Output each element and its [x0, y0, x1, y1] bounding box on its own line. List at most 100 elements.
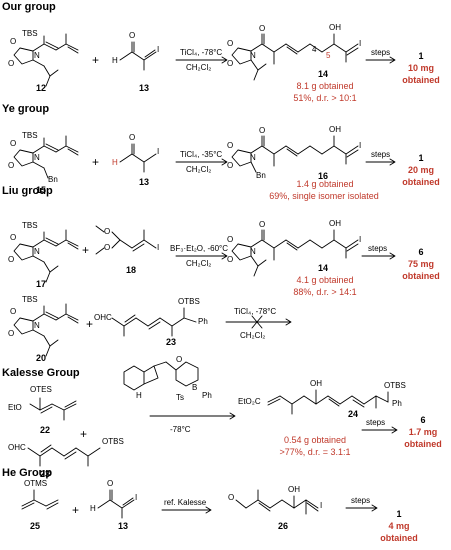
header-ye-group: Ye group: [2, 103, 50, 115]
plus-sign-row1: +: [92, 53, 100, 67]
atom-otes-22: OTES: [30, 385, 52, 394]
yield-row5-a: 0.54 g obtained: [283, 435, 347, 445]
atom-n-16: N: [250, 153, 256, 162]
atom-tbs-17: TBS: [22, 221, 38, 230]
atom-h-13a: H: [112, 56, 118, 65]
atom-bn-15: Bn: [48, 175, 58, 184]
atom-o-14a: O: [227, 39, 234, 48]
atom-o-ring-17: O: [8, 255, 15, 264]
compound-14-row1: 14: [318, 69, 329, 79]
atom-h-13b: H: [112, 158, 118, 167]
header-liu-group: Liu group: [2, 185, 53, 197]
atom-ph-24: Ph: [392, 399, 402, 408]
atom-o-ring-14b: O: [227, 255, 234, 264]
steps-row5: steps: [366, 418, 386, 427]
compound-25: 25: [30, 521, 41, 531]
atom-o-13a: O: [129, 31, 136, 40]
atom-eto-22: EtO: [8, 403, 22, 412]
steps-arrow-row1: [365, 56, 396, 64]
structure-15: [13, 135, 79, 179]
compound-20: 20: [36, 353, 47, 363]
atom-i-26: I: [320, 501, 323, 510]
structure-22: [29, 397, 77, 421]
structure-25: [21, 489, 59, 510]
atom-o-ring-14a: O: [227, 59, 234, 68]
compound-24: 24: [348, 409, 359, 419]
atom-o-ring-20: O: [8, 329, 15, 338]
compound-13-row2: 13: [139, 177, 150, 187]
structure-16: [231, 135, 359, 173]
final-row2-amt: 20 mg: [407, 165, 434, 175]
condition-r3-top: BF₃·Et₂O, -60°C: [170, 244, 229, 253]
atom-otbs-23b: OTBS: [102, 437, 124, 446]
atom-o-17: O: [10, 233, 17, 242]
atom-o-15: O: [10, 139, 17, 148]
compound-26: 26: [278, 521, 289, 531]
atom-o-ring-15: O: [8, 161, 15, 170]
atom-o-12: O: [10, 37, 17, 46]
atom-eto2c-24: EtO₂C: [238, 397, 261, 406]
header-kalesse-group: Kalesse Group: [2, 367, 80, 379]
atom-ph-catalyst: Ph: [202, 391, 212, 400]
plus-sign-row5: +: [80, 427, 88, 441]
steps-row6: steps: [351, 496, 371, 505]
condition-r1-top: TiCl₄, -78°C: [180, 48, 223, 57]
compound-23-row4: 23: [166, 337, 177, 347]
plus-sign-row3: +: [82, 243, 90, 257]
compound-13-row6: 13: [118, 521, 129, 531]
plus-sign-row4: +: [86, 317, 94, 331]
final-row5-amt: 1.7 mg: [408, 427, 438, 437]
final-row5-obt: obtained: [404, 439, 442, 449]
structure-13-row6: [97, 489, 135, 519]
atom-o-carbonyl-14b: O: [259, 220, 266, 229]
structure-20: [13, 303, 79, 357]
condition-r2-bottom: CH₂Cl₂: [186, 165, 212, 174]
structure-13-row1: [119, 41, 157, 71]
yield-row1-b: 51%, d.r. > 10:1: [293, 93, 357, 103]
atom-h-13c: H: [90, 504, 96, 513]
structure-14-row1: [231, 33, 359, 81]
compound-23-row5: 23: [40, 469, 51, 479]
yield-row1-a: 8.1 g obtained: [296, 81, 354, 91]
atom-i-18: I: [157, 243, 160, 252]
atom-ohc-23b: OHC: [8, 443, 26, 452]
atom-o-carbonyl-14a: O: [259, 24, 266, 33]
atom-tbs-20: TBS: [22, 295, 38, 304]
structure-24: [267, 389, 389, 415]
structure-catalyst: [123, 361, 199, 391]
atom-bn-16: Bn: [256, 171, 266, 180]
atom-o-18b: O: [104, 243, 111, 252]
final-row5-num: 6: [420, 415, 426, 425]
steps-arrow-row2: [365, 158, 396, 166]
atom-nh-catalyst: H: [136, 391, 142, 400]
locant-5: 5: [326, 51, 331, 60]
condition-r3-bottom: CH₂Cl₂: [186, 259, 212, 268]
atom-i-16: I: [359, 141, 362, 150]
plus-sign-row2: +: [92, 155, 100, 169]
final-row2-num: 1: [418, 153, 424, 163]
compound-14-row3: 14: [318, 263, 329, 273]
atom-otms-25: OTMS: [24, 479, 48, 488]
compound-15: 15: [36, 185, 47, 195]
atom-oh-14a: OH: [329, 23, 341, 32]
structure-18: [95, 225, 157, 255]
yield-row2-b: 69%, single isomer isolated: [269, 191, 379, 201]
steps-arrow-row3: [361, 252, 396, 260]
final-row3-num: 6: [418, 247, 424, 257]
atom-i-14b: I: [359, 235, 362, 244]
structure-14-row3: [231, 229, 359, 277]
final-row6-obt: obtained: [380, 533, 418, 543]
atom-oh-16: OH: [329, 125, 341, 134]
atom-o-ring-16: O: [227, 161, 234, 170]
yield-row5-b: >77%, d.r. = 3.1:1: [279, 447, 351, 457]
condition-r6-top: ref. Kalesse: [164, 498, 207, 507]
atom-o-carbonyl-16: O: [259, 126, 266, 135]
arrow-row2: [175, 158, 228, 166]
steps-arrow-row5: [361, 426, 398, 434]
steps-row2: steps: [371, 150, 391, 159]
final-row6-num: 1: [396, 509, 402, 519]
atom-o-14b: O: [227, 235, 234, 244]
steps-arrow-row6: [345, 504, 378, 512]
atom-ph-23a: Ph: [198, 317, 208, 326]
